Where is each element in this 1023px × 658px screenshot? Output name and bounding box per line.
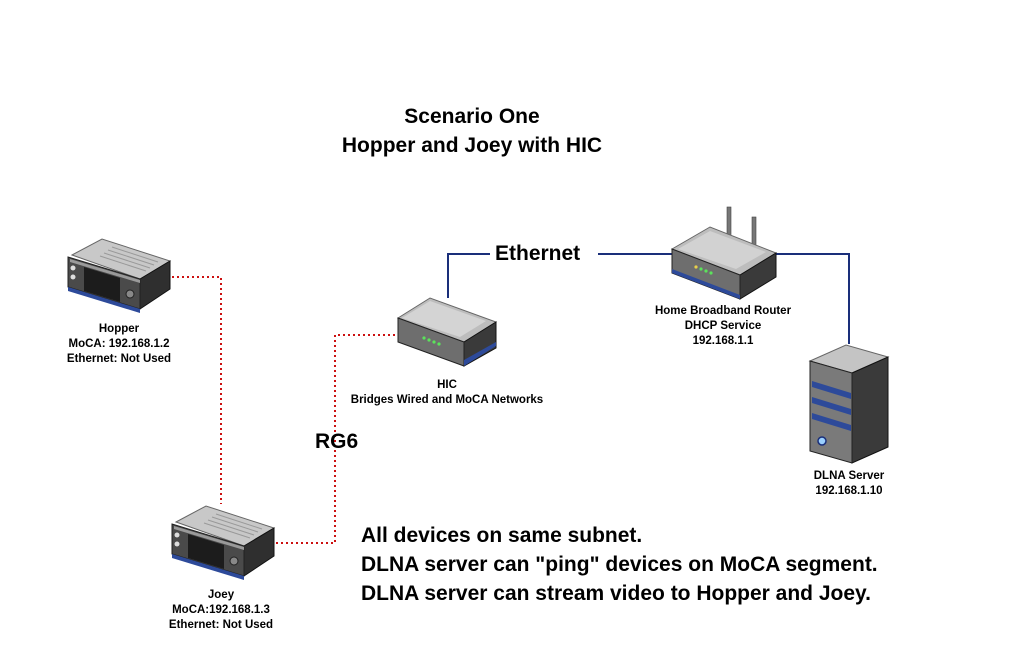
diagram-title: Scenario One Hopper and Joey with HIC	[272, 102, 672, 160]
dlna-server-name: DLNA Server	[813, 470, 885, 482]
note-line: DLNA server can stream video to Hopper a…	[361, 582, 871, 605]
hic-name: HIC	[437, 379, 457, 391]
rg6-label: RG6	[315, 430, 359, 453]
hopper-moca-address: MoCA: 192.168.1.2	[68, 338, 170, 350]
hopper-receiver-icon	[67, 238, 172, 313]
title-line-2: Hopper and Joey with HIC	[341, 134, 603, 157]
hopper-ethernet-status: Ethernet: Not Used	[66, 353, 172, 365]
hic-caption: HIC Bridges Wired and MoCA Networks	[322, 378, 572, 408]
joey-receiver-icon	[171, 505, 276, 580]
note-line: DLNA server can "ping" devices on MoCA s…	[361, 553, 878, 576]
ethernet-link-router-server	[775, 253, 850, 344]
router-name: Home Broadband Router	[654, 305, 792, 317]
dlna-server-caption: DLNA Server 192.168.1.10	[786, 469, 912, 499]
note-line: All devices on same subnet.	[361, 524, 643, 547]
router-address: 192.168.1.1	[692, 335, 754, 347]
hic-description: Bridges Wired and MoCA Networks	[350, 394, 544, 406]
hopper-name: Hopper	[98, 323, 140, 335]
hopper-caption: Hopper MoCA: 192.168.1.2 Ethernet: Not U…	[54, 322, 184, 367]
joey-caption: Joey MoCA:192.168.1.3 Ethernet: Not Used	[156, 588, 286, 633]
dlna-server-address: 192.168.1.10	[815, 485, 883, 497]
ethernet-label: Ethernet	[495, 242, 581, 265]
joey-moca-address: MoCA:192.168.1.3	[172, 604, 270, 616]
router-service: DHCP Service	[684, 320, 762, 332]
title-line-1: Scenario One	[404, 105, 540, 128]
coax-link-hopper-joey	[172, 276, 222, 504]
router-icon	[670, 206, 778, 300]
joey-ethernet-status: Ethernet: Not Used	[168, 619, 274, 631]
scenario-notes: All devices on same subnet. DLNA server …	[361, 521, 878, 608]
joey-name: Joey	[207, 589, 235, 601]
dlna-server-icon	[808, 344, 890, 464]
router-caption: Home Broadband Router DHCP Service 192.1…	[642, 304, 804, 349]
ethernet-link-hic-router	[447, 253, 490, 298]
hic-adapter-icon	[396, 297, 498, 367]
